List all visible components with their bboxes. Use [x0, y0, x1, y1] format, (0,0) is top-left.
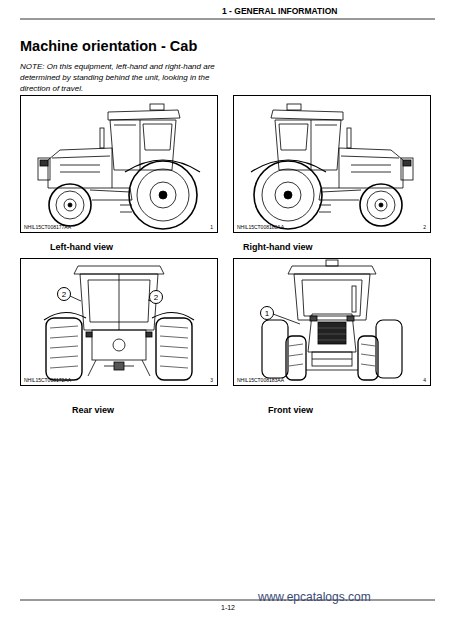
section-header: 1 - GENERAL INFORMATION — [222, 6, 337, 16]
figure-frame: NHIL15CT008180AA 2 — [233, 95, 431, 233]
figure-id: NHIL15CT008172AA — [24, 377, 71, 383]
figure-frame: NHIL15CT008183AA 4 1 — [233, 258, 431, 386]
view-caption: Left-hand view — [50, 242, 113, 252]
view-caption: Right-hand view — [243, 242, 313, 252]
figure-number: 3 — [210, 377, 213, 383]
view-caption: Rear view — [72, 405, 114, 415]
figure-id: NHIL15CT008183AA — [237, 377, 284, 383]
figure-number: 2 — [423, 224, 426, 230]
note-text: NOTE: On this equipment, left-hand and r… — [20, 62, 225, 94]
callout-text: 2 — [154, 293, 158, 302]
view-caption: Front view — [268, 405, 313, 415]
callout-number: 2 — [57, 287, 71, 301]
callout-text: 2 — [62, 290, 66, 299]
figure-id: NHIL15CT008180AA — [237, 224, 284, 230]
page-number: 1-12 — [221, 604, 235, 611]
watermark: www.epcatalogs.com — [258, 590, 371, 604]
figure-number: 1 — [210, 224, 213, 230]
page-title: Machine orientation - Cab — [20, 38, 197, 54]
figure-id: NHIL15CT008177AA — [24, 224, 71, 230]
figure-frame: NHIL15CT008172AA 3 2 2 — [20, 258, 218, 386]
figure-number: 4 — [423, 377, 426, 383]
callout-number: 2 — [149, 290, 163, 304]
figure-frame: NHIL15CT008177AA 1 — [20, 95, 218, 233]
callout-number: 1 — [260, 306, 274, 320]
callout-text: 1 — [265, 309, 269, 318]
